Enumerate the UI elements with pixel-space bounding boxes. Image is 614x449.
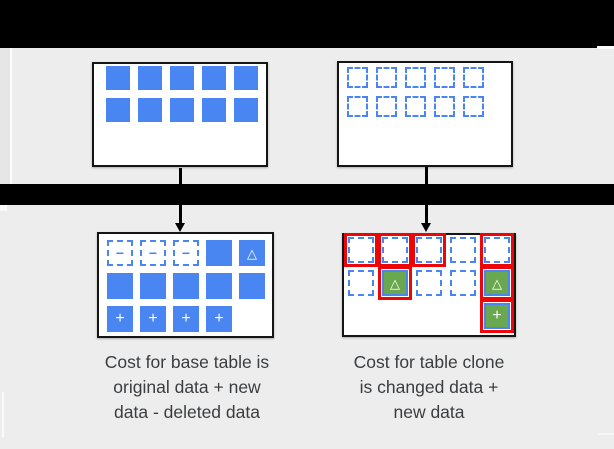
table-cell-blue xyxy=(202,66,226,90)
table-cell-blue xyxy=(239,273,265,299)
table-cell-green-delta: △ xyxy=(480,266,514,300)
plus-icon: + xyxy=(148,310,158,327)
table-cell-blue xyxy=(206,273,232,299)
top-black-bar xyxy=(0,0,614,48)
arrow-down-icon xyxy=(421,223,431,232)
page-edge-artifact xyxy=(598,433,614,435)
plus-icon: + xyxy=(492,307,502,324)
minus-icon: − xyxy=(181,245,191,261)
table-clone-after-changes-box: △ △ + xyxy=(342,233,516,337)
table-cell-blue xyxy=(170,66,194,90)
page-edge-artifact xyxy=(0,48,10,184)
delta-icon: △ xyxy=(390,275,400,291)
arrow-shaft xyxy=(425,167,428,223)
table-cell-dashed xyxy=(347,67,368,88)
caption-line: Cost for table clone xyxy=(353,352,505,372)
table-cell-blue xyxy=(106,98,130,122)
base-table-after-changes-box: − − − △ + + + + xyxy=(97,232,274,338)
plus-icon: + xyxy=(214,310,224,327)
table-cell-blue xyxy=(107,273,133,299)
plus-icon: + xyxy=(181,310,191,327)
table-cell-blue xyxy=(140,273,166,299)
table-cell-blue-plus: + xyxy=(206,306,232,332)
caption-line: is changed data + xyxy=(359,377,499,397)
page-edge-artifact xyxy=(10,48,12,184)
table-cell-dashed xyxy=(347,96,368,117)
base-table-after-grid: − − − △ + + + + xyxy=(99,234,272,332)
caption-line: new data xyxy=(393,402,465,422)
table-cell-blue-plus: + xyxy=(107,306,133,332)
table-cell-dashed xyxy=(434,67,455,88)
plus-icon: + xyxy=(115,310,125,327)
table-cell-dashed xyxy=(376,96,397,117)
table-cell-dashed xyxy=(344,233,378,267)
minus-icon: − xyxy=(148,245,158,261)
table-cell-dashed xyxy=(378,233,412,267)
table-cell-dashed-minus: − xyxy=(140,240,166,266)
table-cell-blue xyxy=(138,98,162,122)
table-cell-dashed xyxy=(480,233,514,267)
table-cell-blue xyxy=(173,273,199,299)
page-edge-artifact xyxy=(597,46,614,49)
table-cell-blue xyxy=(234,98,258,122)
table-cell-dashed xyxy=(405,67,426,88)
base-table-original-grid xyxy=(94,64,266,122)
table-cell-dashed xyxy=(416,270,442,296)
table-clone-after-grid: △ △ + xyxy=(344,233,514,333)
table-clone-creation-box xyxy=(337,61,513,167)
middle-divider-bar xyxy=(0,184,614,205)
table-cell-blue xyxy=(202,98,226,122)
delta-icon: △ xyxy=(492,275,502,291)
table-cell-dashed-minus: − xyxy=(107,240,133,266)
table-cell-blue-plus: + xyxy=(140,306,166,332)
page-edge-artifact xyxy=(2,392,4,437)
table-cell-blue xyxy=(170,98,194,122)
table-cell-green-delta: △ xyxy=(378,266,412,300)
table-cell-blue xyxy=(106,66,130,90)
caption-line: data - deleted data xyxy=(114,402,260,422)
arrow-shaft xyxy=(179,168,182,223)
minus-icon: − xyxy=(115,245,125,261)
table-cell-dashed xyxy=(405,96,426,117)
table-cell-green-plus: + xyxy=(480,299,514,333)
base-table-caption: Cost for base table is original data + n… xyxy=(81,350,293,425)
table-cell-blue xyxy=(138,66,162,90)
caption-line: original data + new xyxy=(113,377,261,397)
table-cell-blue-plus: + xyxy=(173,306,199,332)
table-cell-blue-delta: △ xyxy=(239,240,265,266)
table-cell-dashed xyxy=(450,270,476,296)
table-cell-dashed xyxy=(376,67,397,88)
table-cell-dashed xyxy=(412,233,446,267)
table-cell-dashed xyxy=(463,67,484,88)
caption-line: Cost for base table is xyxy=(104,352,270,372)
table-cell-dashed xyxy=(450,237,476,263)
table-cell-dashed-minus: − xyxy=(173,240,199,266)
delta-icon: △ xyxy=(247,245,257,261)
page-edge-artifact xyxy=(0,205,7,211)
table-clone-caption: Cost for table clone is changed data + n… xyxy=(323,350,535,425)
table-cell-dashed xyxy=(434,96,455,117)
arrow-down-icon xyxy=(175,223,185,232)
table-clone-creation-grid xyxy=(339,63,511,117)
table-cell-dashed xyxy=(348,270,374,296)
base-table-original-box xyxy=(92,62,268,167)
table-cell-blue xyxy=(206,240,232,266)
table-cell-blue xyxy=(234,66,258,90)
table-cell-dashed xyxy=(463,96,484,117)
